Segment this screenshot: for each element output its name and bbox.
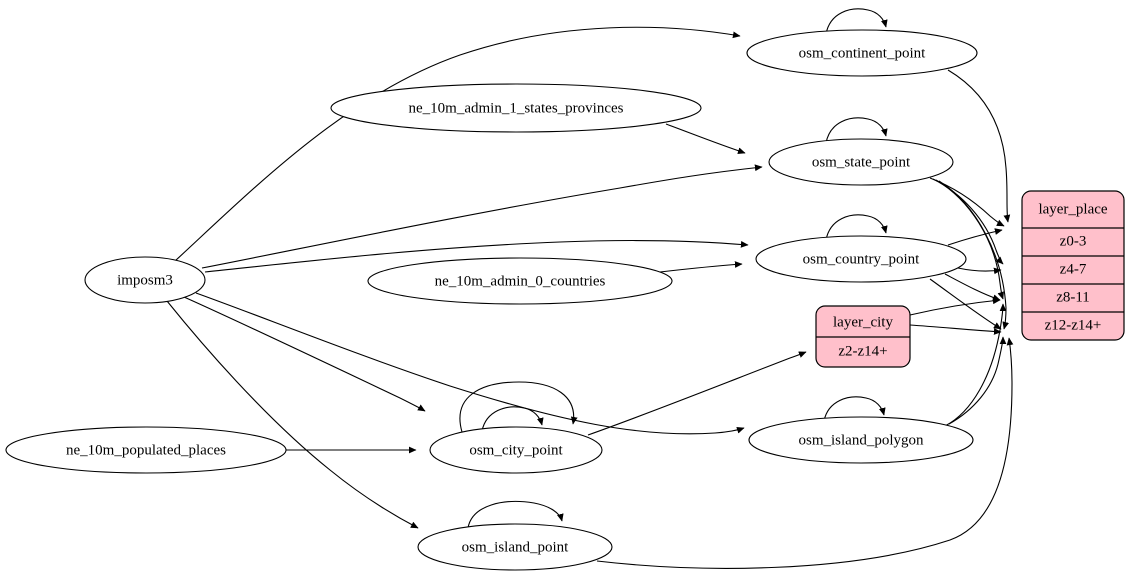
record-layer-place-field-z12-z14[interactable]: z12-z14+ <box>1045 317 1102 333</box>
node-osm-country-point[interactable]: osm_country_point <box>755 235 967 283</box>
edge-osm-state-point-to-layer-place-z0-3 <box>929 177 1005 227</box>
edge-self-loop-osm-city-point <box>481 406 544 432</box>
edge-osm-island-polygon-to-layer-place-z12-z14 <box>948 336 1007 425</box>
node-osm-island-polygon[interactable]: osm_island_polygon <box>748 416 974 464</box>
node-imposm3-label: imposm3 <box>117 272 173 288</box>
edge-imposm3-to-osm-island-polygon <box>195 292 745 435</box>
edge-imposm3-to-osm-island-point <box>166 300 419 529</box>
record-layer-place-field-z4-7[interactable]: z4-7 <box>1060 261 1087 277</box>
edge-osm-country-point-to-layer-place-z12-z14 <box>929 278 1002 330</box>
edge-layer-city-to-layer-place-z12-z14 <box>909 324 1002 335</box>
node-osm-state-point[interactable]: osm_state_point <box>768 138 954 186</box>
node-ne-10m-populated-places[interactable]: ne_10m_populated_places <box>5 426 287 474</box>
edge-self-loop-osm-country-point <box>825 214 888 241</box>
edge-osm-state-point-to-layer-place-z8-11 <box>935 179 1004 300</box>
edge-imposm3-to-osm-city-point <box>183 296 426 412</box>
record-layer-city-title: layer_city <box>833 314 893 330</box>
node-ne-10m-admin-0-countries[interactable]: ne_10m_admin_0_countries <box>367 257 673 305</box>
node-osm-city-point[interactable]: osm_city_point <box>429 426 603 474</box>
edge-osm-country-point-to-layer-place-z4-7 <box>957 267 1002 275</box>
edge-self-loop-outer-osm-city-point <box>459 381 578 433</box>
edge-osm-country-point-to-layer-place-z0-3 <box>947 228 1003 246</box>
node-ne-countries-label: ne_10m_admin_0_countries <box>435 273 606 289</box>
node-osm-continent-point[interactable]: osm_continent_point <box>746 29 978 77</box>
record-layer-city-field-z2-z14[interactable]: z2-z14+ <box>838 343 887 359</box>
node-osm-city-point-label: osm_city_point <box>469 442 563 458</box>
edge-ne-states-to-osm-state-point <box>665 123 746 154</box>
edge-osm-island-point-to-layer-place-z12-z14 <box>596 337 1014 569</box>
edge-osm-state-point-to-layer-place-z12-z14 <box>938 180 1010 330</box>
record-layer-place-field-z0-3[interactable]: z0-3 <box>1060 233 1087 249</box>
node-osm-island-point-label: osm_island_point <box>462 539 570 555</box>
record-node-layer-city[interactable]: layer_city z2-z14+ <box>815 305 911 368</box>
edge-osm-continent-point-to-layer-place-z0-3 <box>947 69 1011 223</box>
node-ne-states-label: ne_10m_admin_1_states_provinces <box>409 100 624 116</box>
edge-osm-city-point-to-layer-city-z2-z14 <box>587 351 807 436</box>
edges-layer <box>166 8 1014 569</box>
edge-osm-island-polygon-to-layer-place-z8-11 <box>944 303 1007 427</box>
edge-self-loop-osm-island-point <box>467 500 564 529</box>
edge-imposm3-to-osm-continent-point <box>174 26 741 262</box>
node-osm-island-polygon-label: osm_island_polygon <box>798 432 924 448</box>
record-layer-place-field-z8-11[interactable]: z8-11 <box>1056 289 1090 305</box>
edge-self-loop-osm-continent-point <box>825 8 888 35</box>
node-osm-island-point[interactable]: osm_island_point <box>417 523 613 571</box>
node-osm-continent-point-label: osm_continent_point <box>799 45 926 61</box>
nodes-layer: imposm3 ne_10m_admin_1_states_provinces … <box>5 29 1125 571</box>
node-osm-country-point-label: osm_country_point <box>803 251 920 267</box>
edge-imposm3-to-osm-state-point <box>201 164 763 269</box>
node-imposm3[interactable]: imposm3 <box>84 256 206 304</box>
edge-ne-countries-to-osm-country-point <box>659 261 743 273</box>
node-ne-10m-admin-1-states-provinces[interactable]: ne_10m_admin_1_states_provinces <box>330 83 702 133</box>
record-node-layer-place[interactable]: layer_place z0-3 z4-7 z8-11 z12-z14+ <box>1021 190 1125 341</box>
edge-layer-city-to-layer-place-z8-11 <box>909 297 1001 316</box>
node-ne-populated-label: ne_10m_populated_places <box>66 442 226 458</box>
record-layer-place-title: layer_place <box>1038 201 1107 217</box>
node-osm-state-point-label: osm_state_point <box>812 154 911 170</box>
edge-self-loop-osm-island-polygon <box>823 396 886 422</box>
edge-imposm3-to-osm-country-point <box>204 240 749 273</box>
edge-self-loop-osm-state-point <box>825 117 888 144</box>
